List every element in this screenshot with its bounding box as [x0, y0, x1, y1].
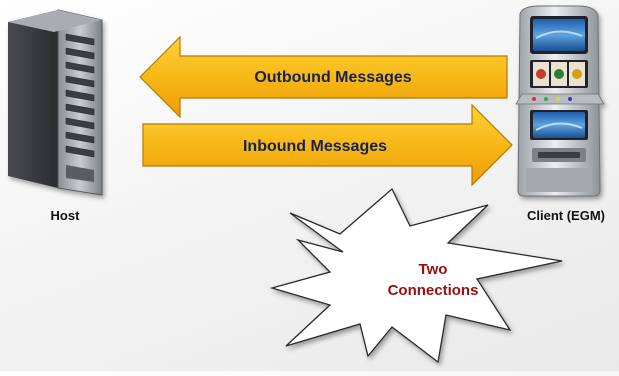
host-label: Host — [51, 208, 81, 223]
arrow-right-icon — [142, 103, 513, 187]
slot-machine-icon — [515, 5, 605, 197]
client-label: Client (EGM) — [527, 208, 605, 223]
callout-line-2: Connections — [388, 282, 479, 299]
starburst-icon — [269, 187, 563, 364]
starburst-callout: Two Connections — [269, 187, 563, 364]
arrow-left-icon — [139, 35, 508, 119]
inbound-arrow: Inbound Messages — [142, 103, 513, 187]
callout-line-1: Two — [419, 261, 448, 278]
outbound-arrow-label: Outbound Messages — [254, 69, 411, 86]
outbound-arrow: Outbound Messages — [139, 35, 508, 119]
server-tower-icon — [8, 9, 103, 196]
inbound-arrow-label: Inbound Messages — [243, 138, 387, 155]
